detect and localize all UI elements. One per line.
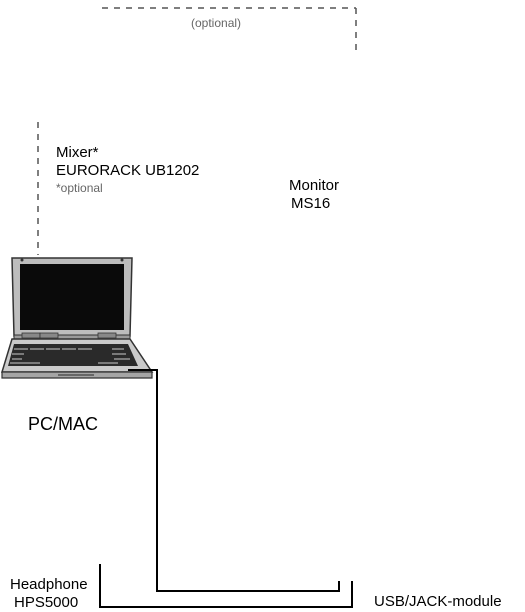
optional-connection-dashed <box>102 7 357 52</box>
mixer-model-label: EURORACK UB1202 <box>56 162 199 179</box>
usb-jack-module-label: USB/JACK-module <box>374 593 502 610</box>
mixer-optional-note: *optional <box>56 181 103 195</box>
monitor-model-label: MS16 <box>291 195 330 212</box>
monitor-label: Monitor <box>289 177 339 194</box>
headphone-cable <box>99 564 353 608</box>
laptop-icon <box>0 257 154 379</box>
optional-label: (optional) <box>191 16 241 30</box>
headphone-model-label: HPS5000 <box>14 594 78 611</box>
usb-cable <box>128 369 340 592</box>
headphone-label: Headphone <box>10 576 88 593</box>
pc-label: PC/MAC <box>28 414 98 434</box>
mixer-label: Mixer* <box>56 144 99 161</box>
